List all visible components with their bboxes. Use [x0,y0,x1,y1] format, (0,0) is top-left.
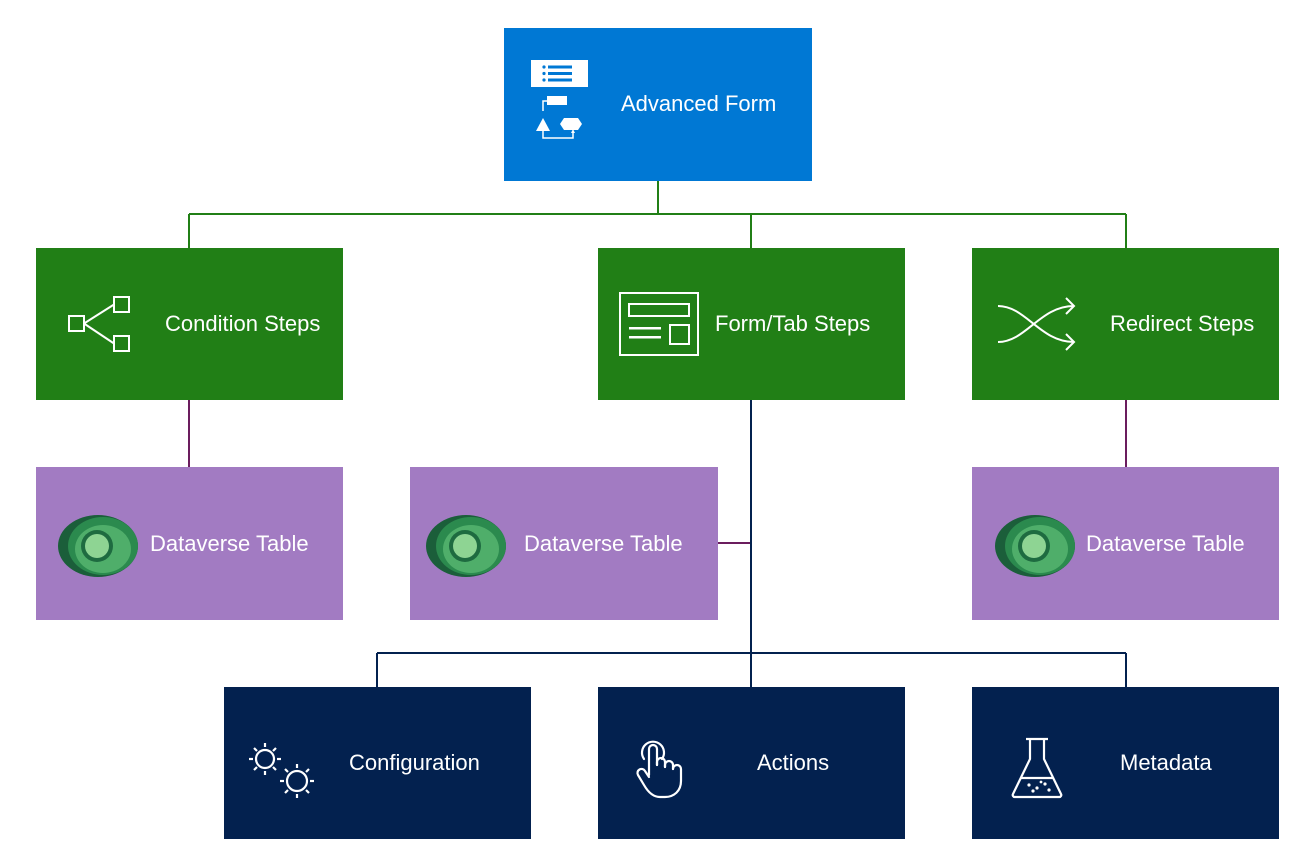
dataverse-logo [426,515,506,577]
touch-icon [636,740,683,799]
advanced-form-node: Advanced Form [504,28,812,181]
branch-icon [68,296,130,352]
condition-steps-node: Condition Steps [36,248,343,400]
gears-icon [249,743,314,798]
metadata-label: Metadata [1120,750,1212,775]
dataverse-logo [995,515,1075,577]
dataverse-table-label: Dataverse Table [1086,531,1245,556]
actions-label: Actions [757,750,830,775]
dataverse-table-label: Dataverse Table [150,531,309,556]
form-tab-steps-label: Form/Tab Steps [715,311,871,336]
shuffle-icon [997,297,1076,351]
dataverse-table-node-redirect: Dataverse Table [972,467,1279,620]
dataverse-logo [58,515,138,577]
form-tab-steps-node: Form/Tab Steps [598,248,905,400]
dataverse-table-node-condition: Dataverse Table [36,467,343,620]
condition-steps-label: Condition Steps [165,311,321,336]
dataverse-table-node-formtab: Dataverse Table [410,467,718,620]
configuration-label: Configuration [349,750,480,775]
metadata-node: Metadata [972,687,1279,839]
dataverse-table-label: Dataverse Table [524,531,683,556]
configuration-node: Configuration [224,687,531,839]
redirect-steps-node: Redirect Steps [972,248,1279,400]
form-flow-icon [531,60,588,139]
form-layout-icon [619,292,699,356]
redirect-steps-label: Redirect Steps [1110,311,1255,336]
advanced-form-label: Advanced Form [621,91,777,116]
flask-icon [1011,737,1063,799]
actions-node: Actions [598,687,905,839]
